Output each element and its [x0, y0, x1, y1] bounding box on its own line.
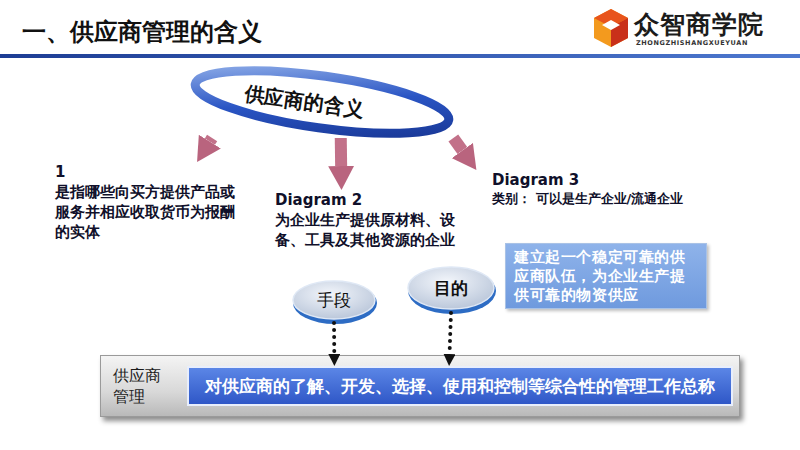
- means-circle: 手段: [290, 277, 378, 323]
- management-band: 供应商 管理 对供应商的了解、开发、选择、使用和控制等综合性的管理工作总称: [100, 355, 740, 417]
- bubble-shadow: [293, 282, 377, 324]
- block-body: 为企业生产提供原材料、设备、工具及其他资源的企业: [275, 210, 465, 250]
- logo-subtitle: ZHONGZHISHANGXUEYUAN: [636, 39, 748, 47]
- purpose-callout: 建立起一个稳定可靠的供应商队伍，为企业生产提供可靠的物资供应: [505, 243, 707, 309]
- definition-block: Diagram 2为企业生产提供原材料、设备、工具及其他资源的企业: [275, 190, 465, 250]
- definition-block: 1是指哪些向买方提供产品或服务并相应收取货币为报酬的实体: [55, 162, 247, 246]
- header-rule: [0, 54, 800, 58]
- block-number: 1: [55, 162, 247, 182]
- circle-text: 手段: [317, 289, 351, 312]
- definition-block: Diagram 3类别： 可以是生产企业/流通企业: [474, 170, 714, 212]
- definition-text: 对供应商的了解、开发、选择、使用和控制等综合性的管理工作总称: [205, 375, 715, 398]
- circle-text: 目的: [434, 277, 468, 300]
- block-body: 类别： 可以是生产企业/流通企业: [492, 190, 714, 208]
- dotted-arrow: [450, 313, 451, 354]
- bubble-shadow: [408, 268, 496, 314]
- goal-circle: 目的: [405, 263, 497, 313]
- block-body: 是指哪些向买方提供产品或服务并相应收取货币为报酬的实体: [55, 182, 247, 242]
- block-arrow: [453, 138, 462, 151]
- callout-text: 建立起一个稳定可靠的供应商队伍，为企业生产提供可靠的物资供应: [514, 248, 698, 305]
- dotted-arrow: [332, 323, 336, 354]
- band-heading: 供应商 管理: [113, 365, 165, 407]
- bubble-fill: [293, 281, 375, 319]
- logo-text: 众智商学院: [634, 8, 764, 41]
- block-arrow: [210, 138, 212, 142]
- block-heading: Diagram 2: [275, 190, 465, 210]
- definition-bar: 对供应商的了解、开发、选择、使用和控制等综合性的管理工作总称: [187, 366, 733, 406]
- bubble-fill: [408, 267, 494, 309]
- logo-icon: [590, 7, 632, 49]
- slide-title: 一、供应商管理的含义: [22, 16, 262, 48]
- block-heading: Diagram 3: [492, 170, 714, 190]
- block-arrow: [335, 138, 347, 166]
- ring-stroke: [192, 58, 453, 145]
- ring-ellipse: 供应商的含义: [188, 66, 456, 138]
